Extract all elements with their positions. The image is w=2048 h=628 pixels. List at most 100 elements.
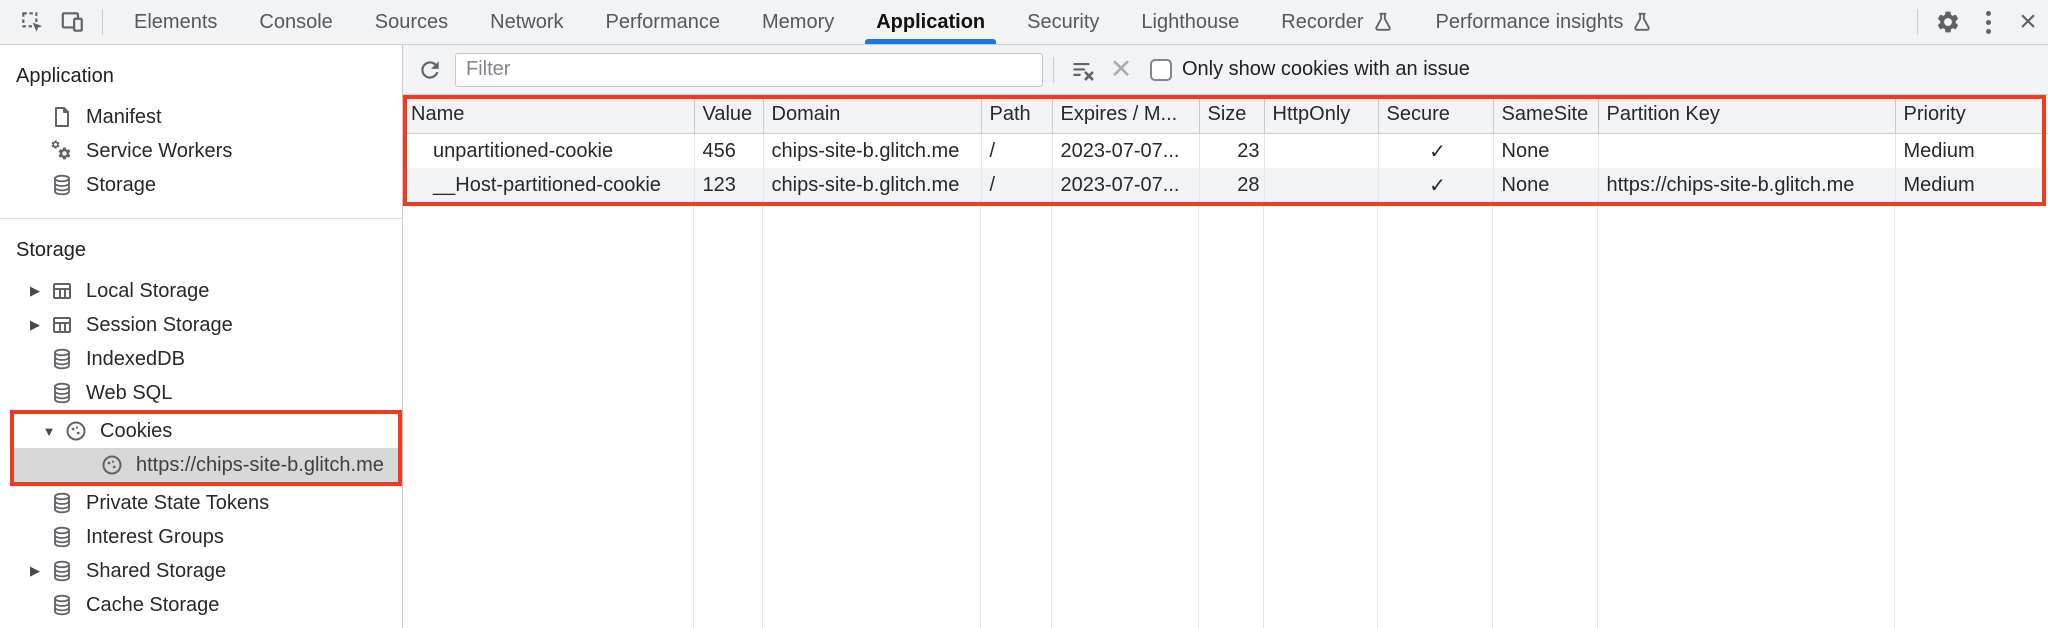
tab-label: Performance <box>605 10 721 33</box>
sidebar-item-label: https://chips-site-b.glitch.me <box>136 453 384 476</box>
empty-grid-cell <box>763 201 981 628</box>
column-header-samesite[interactable]: SameSite <box>1492 95 1598 134</box>
tab-application[interactable]: Application <box>855 0 1006 44</box>
cell-name: unpartitioned-cookie <box>433 139 614 162</box>
tab-label: Sources <box>374 10 449 33</box>
sidebar-item-indexeddb[interactable]: IndexedDB <box>0 342 402 376</box>
tab-sources[interactable]: Sources <box>354 0 469 44</box>
filter-input[interactable] <box>455 52 1043 87</box>
cell-http-only <box>1263 133 1378 168</box>
tab-elements[interactable]: Elements <box>113 0 238 44</box>
grid-icon <box>53 317 71 333</box>
cookies-toolbar: ✕ Only show cookies with an issue <box>403 45 2048 95</box>
tab-performance-insights[interactable]: Performance insights <box>1415 0 1675 44</box>
delete-cookies-icon[interactable]: ✕ <box>1109 54 1133 84</box>
chevron-right-icon[interactable]: ▶ <box>30 317 40 332</box>
column-header-partition-key[interactable]: Partition Key <box>1597 95 1895 134</box>
tab-label: Elements <box>134 10 218 33</box>
toolbar-separator <box>102 9 103 35</box>
sidebar-item-label: Service Workers <box>86 139 233 162</box>
section-title: Storage <box>16 239 87 261</box>
empty-grid-cell <box>981 201 1052 628</box>
refresh-icon[interactable] <box>411 51 449 89</box>
empty-grid-cell <box>403 201 694 628</box>
cell-http-only <box>1263 168 1378 202</box>
sidebar-item-cache-storage[interactable]: Cache Storage <box>0 588 402 622</box>
tab-memory[interactable]: Memory <box>741 0 855 44</box>
cell-priority: Medium <box>1894 168 2048 202</box>
cookie-icon <box>66 421 86 441</box>
sidebar-item-storage[interactable]: Storage <box>0 168 402 202</box>
db-icon <box>54 560 70 582</box>
sidebar-item-label: Cookies <box>100 419 173 442</box>
tab-performance[interactable]: Performance <box>585 0 742 44</box>
settings-gear-icon[interactable] <box>1928 2 1968 42</box>
cell-value: 456 <box>693 133 763 168</box>
empty-grid-cell <box>1199 201 1264 628</box>
sidebar-item-interest-groups[interactable]: Interest Groups <box>0 520 402 554</box>
chevron-right-icon[interactable]: ▶ <box>30 563 40 578</box>
only-issues-checkbox[interactable] <box>1150 58 1172 81</box>
sidebar-item-https-chips-site-b-glitch-me[interactable]: https://chips-site-b.glitch.me <box>14 448 398 482</box>
chevron-down-icon[interactable]: ▼ <box>42 423 56 439</box>
sidebar-item-manifest[interactable]: Manifest <box>0 100 402 134</box>
tab-recorder[interactable]: Recorder <box>1260 0 1414 44</box>
sidebar-item-shared-storage[interactable]: ▶Shared Storage <box>0 554 402 588</box>
section-title: Application <box>16 65 114 87</box>
sidebar-item-label: Session Storage <box>86 313 233 336</box>
inspect-element-icon[interactable] <box>12 2 52 42</box>
cell-secure: ✓ <box>1377 168 1493 202</box>
column-header-priority[interactable]: Priority <box>1894 95 2048 134</box>
tab-label: Lighthouse <box>1141 10 1240 33</box>
cell-same-site: None <box>1492 168 1598 202</box>
sidebar-item-label: Local Storage <box>86 279 210 302</box>
empty-grid-cell <box>1378 201 1493 628</box>
column-header-value[interactable]: Value <box>693 95 763 134</box>
cell-path: / <box>980 168 1052 202</box>
column-header-expires-m[interactable]: Expires / M... <box>1051 95 1199 134</box>
tab-label: Memory <box>762 10 835 33</box>
kebab-menu-icon[interactable] <box>1968 2 2008 42</box>
sidebar-item-cookies[interactable]: ▼ Cookies <box>14 414 398 448</box>
sidebar-item-local-storage[interactable]: ▶ Local Storage <box>0 274 402 308</box>
column-header-name[interactable]: Name <box>403 95 694 134</box>
cookies-panel: ✕ Only show cookies with an issue NameVa… <box>403 45 2048 628</box>
cell-path: / <box>980 133 1052 168</box>
close-icon[interactable]: × <box>2019 5 2037 38</box>
sidebar-item-service-workers[interactable]: Service Workers <box>0 134 402 168</box>
cell-domain: chips-site-b.glitch.me <box>762 168 981 202</box>
cookie-icon <box>102 455 122 475</box>
sidebar-item-private-state-tokens[interactable]: Private State Tokens <box>0 486 402 520</box>
column-header-domain[interactable]: Domain <box>762 95 981 134</box>
column-header-size[interactable]: Size <box>1198 95 1264 134</box>
tab-lighthouse[interactable]: Lighthouse <box>1120 0 1260 44</box>
db-icon <box>54 348 70 370</box>
empty-grid-cell <box>1895 201 2048 628</box>
empty-grid-columns <box>403 201 2048 628</box>
cell-value: 123 <box>693 168 763 202</box>
sidebar-item-session-storage[interactable]: ▶ Session Storage <box>0 308 402 342</box>
empty-grid-cell <box>1493 201 1598 628</box>
sidebar-divider <box>0 218 402 219</box>
db-icon <box>54 492 70 514</box>
tab-network[interactable]: Network <box>469 0 584 44</box>
sidebar-item-web-sql[interactable]: Web SQL <box>0 376 402 410</box>
tab-console[interactable]: Console <box>238 0 353 44</box>
tab-security[interactable]: Security <box>1006 0 1120 44</box>
db-icon <box>54 174 70 196</box>
device-toolbar-icon[interactable] <box>52 2 92 42</box>
column-header-secure[interactable]: Secure <box>1377 95 1493 134</box>
column-header-path[interactable]: Path <box>980 95 1052 134</box>
clear-filter-icon[interactable] <box>1064 51 1102 89</box>
gears-icon <box>51 140 71 160</box>
chevron-right-icon[interactable]: ▶ <box>30 283 40 298</box>
column-header-httponly[interactable]: HttpOnly <box>1263 95 1378 134</box>
cell-partition-key: https://chips-site-b.glitch.me <box>1597 168 1895 202</box>
